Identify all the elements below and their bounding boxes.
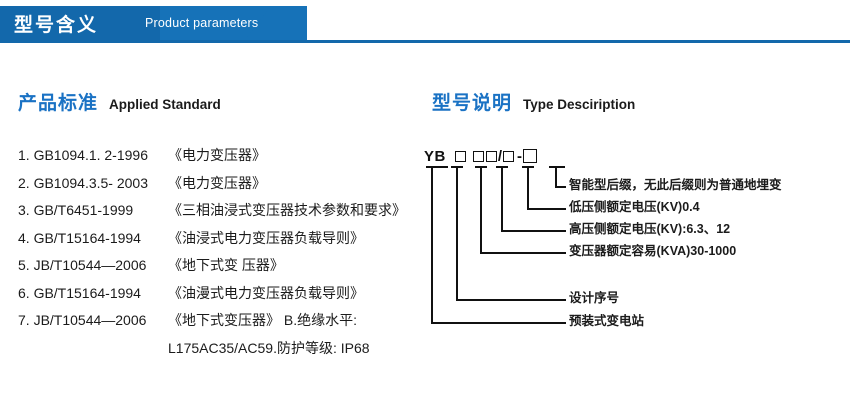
standard-code: 6. GB/T15164-1994 [18, 284, 141, 301]
applied-standard-heading-cn: 产品标准 [18, 93, 99, 114]
callout-label-suffix: 智能型后缀，无此后缀则为普通地埋变 [569, 178, 782, 192]
standard-code: 5. JB/T10544—2006 [18, 257, 147, 273]
standard-code: 1. GB1094.1. 2-1996 [18, 147, 148, 163]
callout-label-capacity: 变压器额定容易(KVA)30-1000 [569, 244, 737, 258]
leader-vertical-4 [456, 168, 458, 299]
applied-standard-heading: 产品标准 Applied Standard [18, 88, 221, 115]
code-separator-slash: / [497, 147, 503, 165]
code-underline-0 [426, 166, 448, 168]
leader-horizontal-4 [456, 299, 566, 301]
standard-name: 《地下式变 压器》 [168, 257, 284, 273]
code-underline-2 [475, 166, 487, 168]
leader-horizontal-2 [501, 230, 566, 232]
code-underline-4 [522, 166, 534, 168]
banner-dark-shape: 型号含义 [0, 6, 160, 40]
standard-name: 《电力变压器》 [168, 174, 266, 191]
banner-underline-rule [0, 40, 850, 43]
code-box-suffix [523, 149, 538, 163]
code-underline-3 [496, 166, 508, 168]
standard-row: 5. JB/T10544—2006 《地下式变 压器》 [18, 255, 428, 283]
standard-code: 7. JB/T10544—2006 [18, 312, 147, 328]
type-description-heading: 型号说明 Type Desciription [432, 88, 635, 115]
leader-vertical-1 [527, 168, 529, 208]
type-description-heading-en: Type Desciription [523, 97, 636, 112]
code-box-lv-voltage [503, 150, 515, 162]
standard-code: 3. GB/T6451-1999 [18, 202, 134, 218]
banner-title-en: Product parameters [145, 16, 259, 30]
code-box-capacity-2 [485, 150, 497, 162]
code-separator-dash: - [517, 147, 523, 165]
leader-horizontal-0 [555, 186, 566, 188]
standard-row: 2. GB1094.3.5- 2003 《电力变压器》 [18, 173, 428, 201]
code-underline-1 [451, 166, 463, 168]
model-code-string: YB / - [424, 146, 538, 166]
leader-horizontal-5 [431, 322, 566, 324]
standard-name: 《油浸式电力变压器负载导则》 [168, 229, 364, 246]
standard-row: 4. GB/T15164-1994 《油浸式电力变压器负载导则》 [18, 228, 428, 256]
standard-row: 7. JB/T10544—2006 《地下式变压器》 B.绝缘水平: [18, 310, 428, 338]
callout-label-hv-voltage: 高压侧额定电压(KV):6.3、12 [569, 222, 731, 236]
standard-name: 《油漫式电力变压器负载导则》 [168, 284, 364, 301]
banner-title-cn: 型号含义 [14, 14, 99, 36]
leader-vertical-2 [501, 168, 503, 230]
leader-vertical-0 [555, 168, 557, 186]
standard-row: 6. GB/T15164-1994 《油漫式电力变压器负载导则》 [18, 283, 428, 311]
model-code-diagram: YB / - 智能型后缀，无此后缀则为普通地埋变低压侧额定电压(KV)0.4 高压… [424, 140, 850, 345]
code-underline-5 [549, 166, 565, 168]
standard-name: 《电力变压器》 [168, 147, 266, 163]
standards-list: 1. GB1094.1. 2-1996《电力变压器》2. GB1094.3.5-… [18, 145, 428, 365]
leader-vertical-5 [431, 168, 433, 322]
code-box-design-no [454, 150, 466, 162]
callout-label-lv-voltage: 低压侧额定电压(KV)0.4 [569, 200, 700, 214]
applied-standard-heading-en: Applied Standard [109, 97, 221, 112]
callout-label-design-no: 设计序号 [569, 291, 620, 305]
leader-horizontal-3 [480, 252, 566, 254]
standard-row: 3. GB/T6451-1999 《三相油浸式变压器技术参数和要求》 [18, 200, 428, 228]
standard-code: 2. GB1094.3.5- 2003 [18, 174, 148, 191]
callout-label-substation: 预装式变电站 [569, 314, 645, 328]
standard-name: 《三相油浸式变压器技术参数和要求》 [168, 202, 406, 218]
model-code-prefix: YB [424, 147, 446, 165]
code-box-capacity-1 [472, 150, 484, 162]
standard-code: 4. GB/T15164-1994 [18, 229, 141, 246]
page-banner: 型号含义 Product parameters [0, 0, 850, 46]
standard-continuation-line: L175AC35/AC59.防护等级: IP68 [168, 339, 370, 356]
standard-row: 1. GB1094.1. 2-1996 《电力变压器》 [18, 145, 428, 173]
type-description-heading-cn: 型号说明 [432, 93, 513, 114]
leader-vertical-3 [480, 168, 482, 252]
standard-name: 《地下式变压器》 B.绝缘水平: [168, 312, 358, 328]
leader-horizontal-1 [527, 208, 566, 210]
